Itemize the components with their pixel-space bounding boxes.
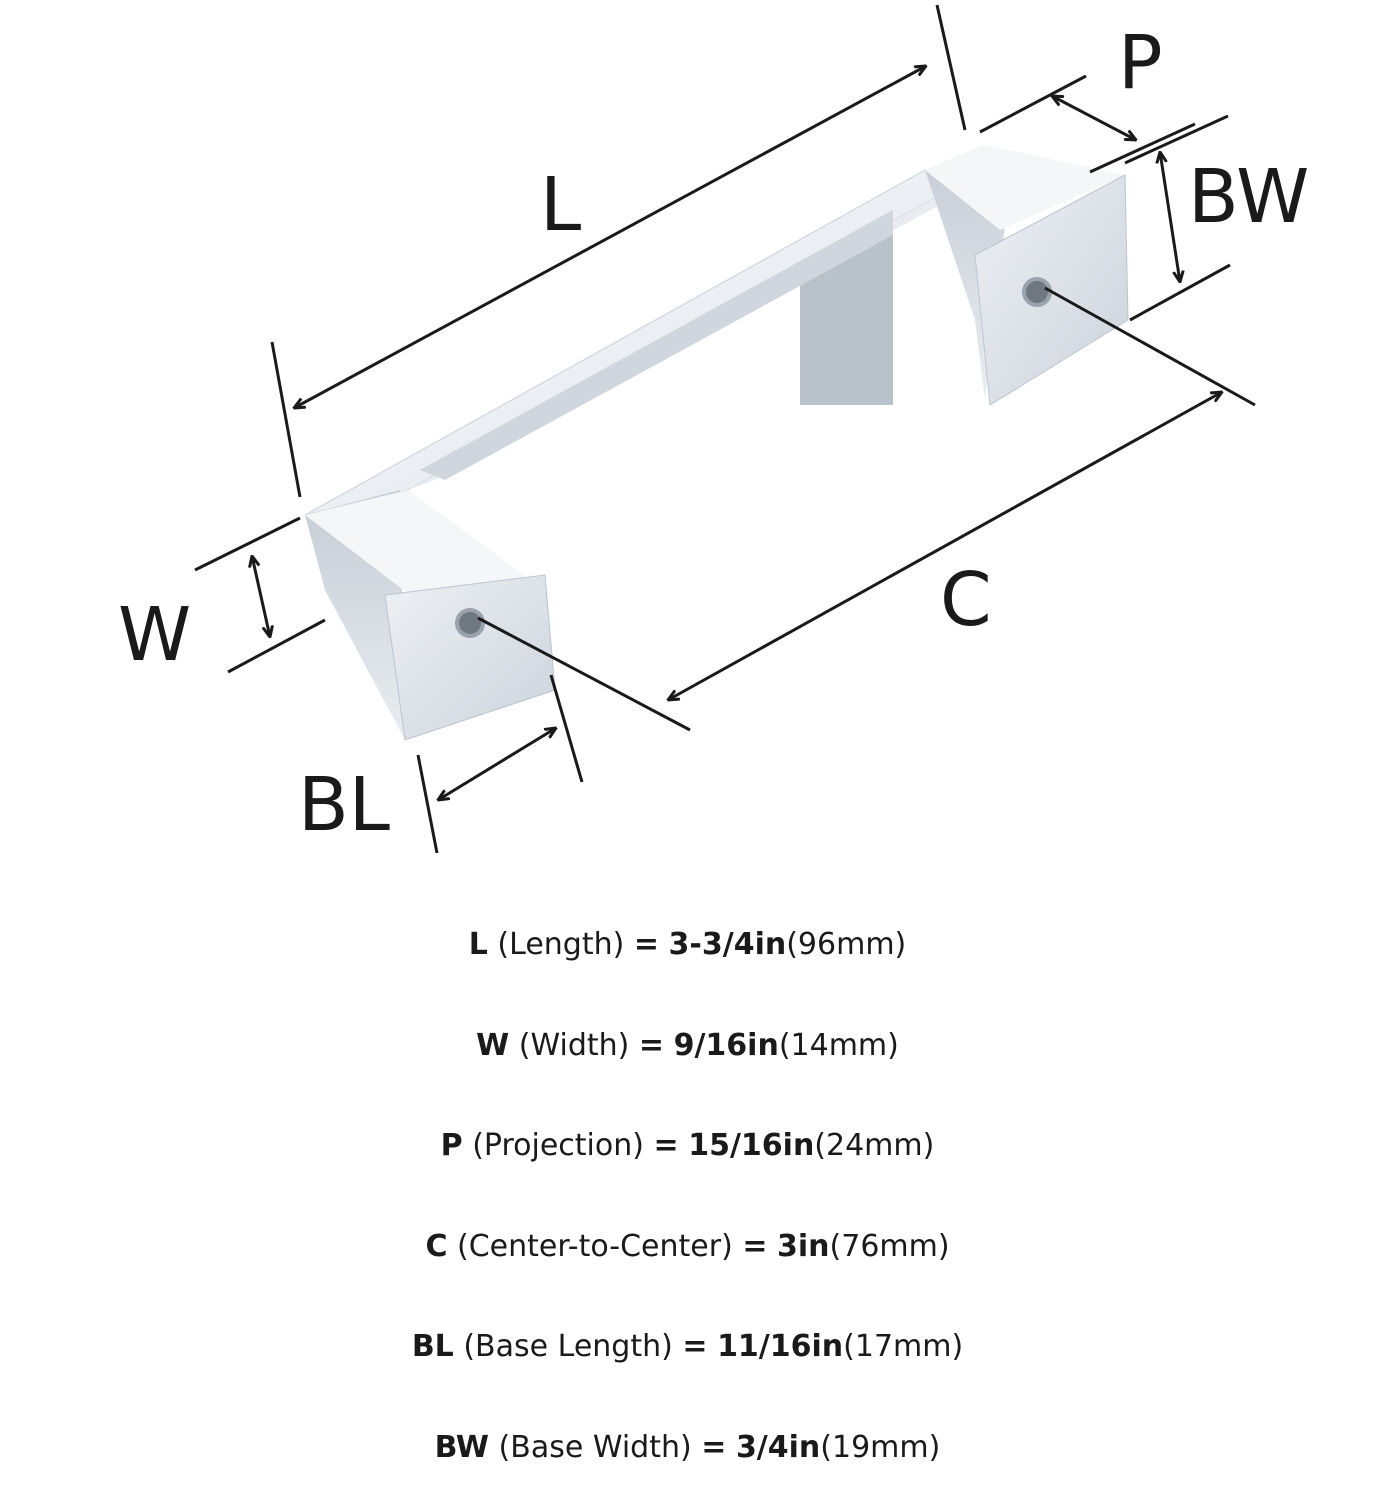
spec-code: P bbox=[440, 1128, 463, 1163]
left-screw-hole bbox=[455, 608, 485, 638]
bl-extension-right bbox=[549, 674, 584, 783]
spec-equals: = bbox=[638, 1027, 665, 1063]
spec-line-base-length: BL (Base Length) = 11/16in(17mm) bbox=[0, 1297, 1375, 1398]
l-dimension-arrow bbox=[294, 66, 926, 408]
w-dimension-arrow bbox=[252, 556, 270, 637]
spec-line-base-width: BW (Base Width) = 3/4in(19mm) bbox=[0, 1398, 1375, 1499]
spec-imperial: 9/16in bbox=[673, 1027, 779, 1063]
p-extension-right bbox=[1089, 122, 1196, 174]
spec-name: (Base Width) bbox=[498, 1429, 692, 1465]
label-p: P bbox=[1118, 20, 1163, 106]
spec-imperial: 11/16in bbox=[717, 1329, 844, 1364]
p-extension-left bbox=[979, 74, 1087, 134]
cabinet-pull-illustration bbox=[304, 145, 1129, 741]
label-l: L bbox=[540, 162, 581, 248]
spec-line-width: W (Width) = 9/16in(14mm) bbox=[0, 996, 1375, 1097]
spec-name: (Length) bbox=[497, 927, 625, 962]
spec-equals: = bbox=[633, 927, 659, 962]
dimension-diagram: L P BW W C BL bbox=[118, 4, 1309, 854]
spec-imperial: 3-3/4in bbox=[668, 927, 787, 962]
spec-name: (Center-to-Center) bbox=[457, 1228, 733, 1264]
spec-name: (Projection) bbox=[472, 1128, 644, 1163]
spec-equals: = bbox=[742, 1228, 768, 1264]
spec-line-projection: P (Projection) = 15/16in(24mm) bbox=[0, 1096, 1375, 1197]
spec-code: BW bbox=[434, 1429, 489, 1465]
spec-metric: (96mm) bbox=[786, 927, 907, 962]
c-dimension-arrow bbox=[668, 392, 1222, 700]
w-extension-top bbox=[194, 516, 301, 572]
label-w: W bbox=[118, 592, 191, 678]
spec-metric: (17mm) bbox=[843, 1329, 964, 1364]
dimension-specs-list: L (Length) = 3-3/4in(96mm) W (Width) = 9… bbox=[0, 895, 1375, 1498]
right-screw-axis bbox=[1044, 286, 1256, 407]
spec-metric: (76mm) bbox=[829, 1228, 950, 1264]
spec-imperial: 3in bbox=[777, 1228, 830, 1264]
spec-code: BL bbox=[411, 1329, 454, 1364]
spec-imperial: 15/16in bbox=[688, 1128, 815, 1163]
w-extension-bottom bbox=[227, 618, 326, 674]
bl-extension-left bbox=[416, 754, 439, 854]
p-dimension-arrow bbox=[1052, 96, 1136, 140]
spec-metric: (14mm) bbox=[778, 1027, 899, 1063]
label-bl: BL bbox=[298, 762, 390, 848]
bw-extension-top bbox=[1124, 114, 1229, 165]
spec-code: W bbox=[476, 1027, 510, 1063]
spec-line-length: L (Length) = 3-3/4in(96mm) bbox=[0, 895, 1375, 996]
bw-extension-bottom bbox=[1129, 263, 1231, 322]
dimension-labels: L P BW W C BL bbox=[118, 20, 1309, 848]
label-bw: BW bbox=[1188, 154, 1309, 240]
spec-equals: = bbox=[682, 1329, 708, 1364]
spec-code: L bbox=[468, 927, 488, 962]
left-screw-axis bbox=[477, 616, 691, 732]
dimension-lines bbox=[194, 4, 1256, 854]
spec-metric: (19mm) bbox=[820, 1429, 941, 1465]
right-screw-hole bbox=[1022, 277, 1052, 307]
l-extension-right bbox=[935, 4, 967, 131]
spec-name: (Width) bbox=[518, 1027, 630, 1063]
bl-dimension-arrow bbox=[438, 728, 556, 800]
bw-dimension-arrow bbox=[1160, 152, 1180, 282]
spec-equals: = bbox=[701, 1429, 727, 1465]
left-post-top bbox=[305, 490, 545, 595]
spec-code: C bbox=[425, 1228, 448, 1264]
spec-name: (Base Length) bbox=[463, 1329, 673, 1364]
spec-imperial: 3/4in bbox=[735, 1429, 821, 1465]
l-extension-left bbox=[270, 341, 302, 498]
spec-line-center-to-center: C (Center-to-Center) = 3in(76mm) bbox=[0, 1197, 1375, 1298]
label-c: C bbox=[940, 557, 992, 643]
spec-equals: = bbox=[653, 1128, 679, 1163]
left-base-face bbox=[384, 574, 556, 741]
right-post-top bbox=[925, 145, 1125, 230]
spec-metric: (24mm) bbox=[814, 1128, 935, 1163]
